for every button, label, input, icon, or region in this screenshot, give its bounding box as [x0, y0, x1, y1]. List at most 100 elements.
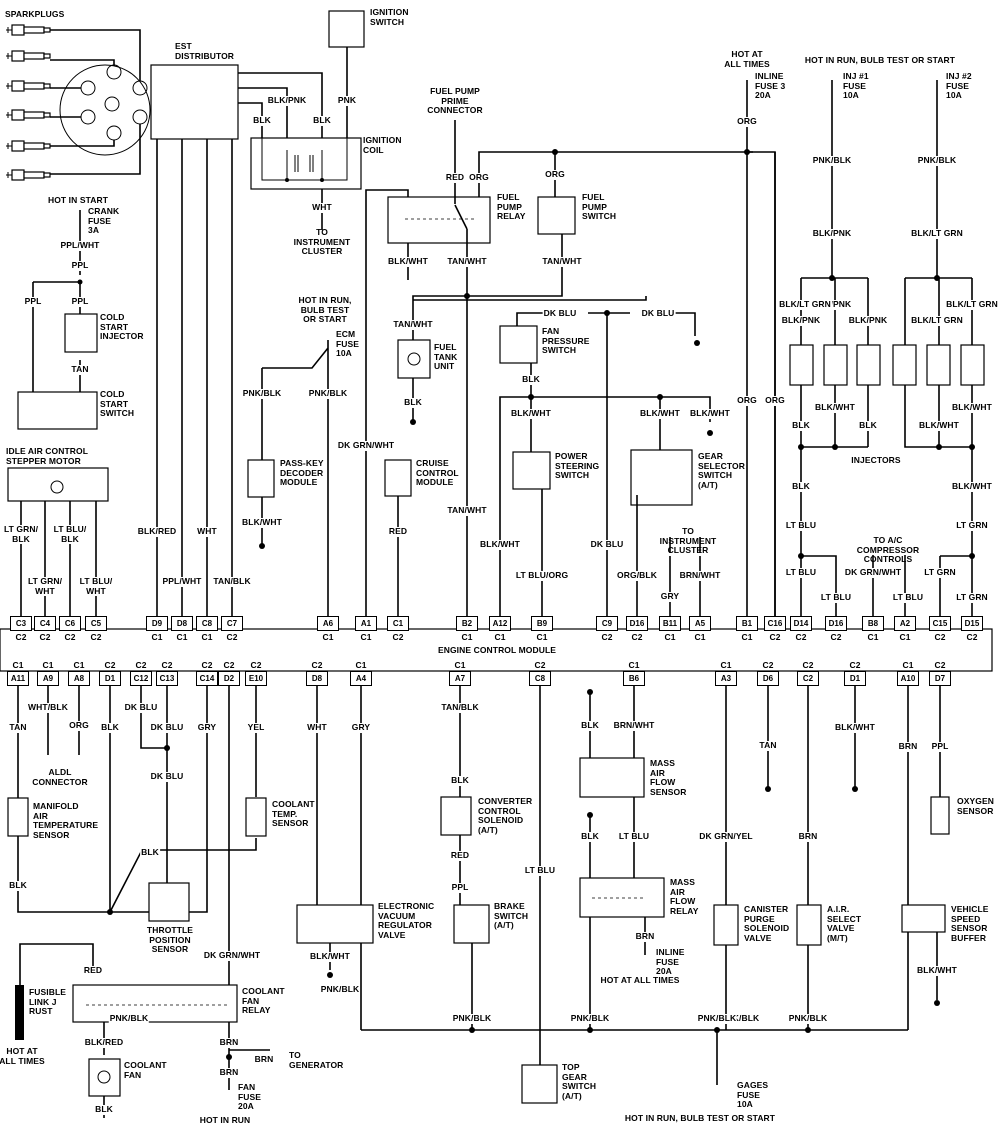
- ecm-pin-top: C4: [34, 616, 56, 631]
- label-hot-in-run: HOT IN RUN: [199, 1115, 251, 1125]
- vss-buffer: [901, 904, 946, 933]
- label-maf-sensor: MASS AIR FLOW SENSOR: [650, 758, 687, 797]
- ecm-pin-top: D9: [146, 616, 168, 631]
- label-hot-at-all-times-2: HOT AT ALL TIMES: [600, 975, 680, 985]
- connector-label: C2: [226, 632, 238, 642]
- wire-color-label: TAN/WHT: [446, 256, 488, 267]
- wire-color-label: PNK/BLK: [319, 984, 361, 995]
- wire-color-label: BRN: [797, 831, 819, 842]
- sparkplugs: [5, 24, 51, 181]
- ecm-pin-bottom: E10: [245, 671, 267, 686]
- connector-label: C2: [135, 660, 147, 670]
- label-inline-fuse-3: INLINE FUSE 3 20A: [755, 71, 786, 100]
- ecm-title: ENGINE CONTROL MODULE: [437, 645, 557, 655]
- oxygen-sensor: [930, 796, 950, 835]
- manifold-air-temp-sensor: [7, 797, 29, 837]
- wire-color-label: DK GRN/YEL: [698, 831, 754, 842]
- evrv: [296, 904, 374, 944]
- label-cruise: CRUISE CONTROL MODULE: [416, 458, 459, 487]
- wire-color-label: TAN: [758, 740, 778, 751]
- iac-stepper-motor: [7, 467, 109, 502]
- fuel-pump-switch: [537, 196, 576, 235]
- wire-color-label: PNK/BLK: [451, 1013, 493, 1024]
- connector-label: C1: [322, 632, 334, 642]
- ecm-pin-bottom: C8: [529, 671, 551, 686]
- wire-color-label: BRN: [218, 1037, 240, 1048]
- wire-color-label: BLK/WHT: [814, 402, 856, 413]
- wire-color-label: ORG: [736, 395, 758, 406]
- label-crank-fuse: CRANK FUSE 3A: [88, 206, 120, 235]
- wire-color-label: BLK/WHT: [479, 539, 521, 550]
- wire-color-label: LT GRN/ WHT: [26, 576, 64, 596]
- wire-color-label: DK BLU: [149, 771, 185, 782]
- ecm-pin-top: C1: [387, 616, 409, 631]
- wire-color-label: LT BLU: [891, 592, 925, 603]
- wire-color-label: BLK/WHT: [951, 481, 993, 492]
- connector-label: C1: [536, 632, 548, 642]
- ecm-pin-top: C7: [221, 616, 243, 631]
- fusible-link: [15, 985, 24, 1040]
- wire-color-label: BLK/WHT: [387, 256, 429, 267]
- label-hot-in-run-gages: HOT IN RUN, BULB TEST OR START: [624, 1113, 776, 1123]
- connector-label: C1: [12, 660, 24, 670]
- label-ecm-fuse: ECM FUSE 10A: [336, 329, 360, 358]
- cruise-control-module: [384, 459, 412, 497]
- wire-color-label: BLK/WHT: [918, 420, 960, 431]
- label-coolant-fan-relay: COOLANT FAN RELAY: [242, 986, 285, 1015]
- label-fuel-pump-switch: FUEL PUMP SWITCH: [582, 192, 617, 221]
- wire-color-label: RED: [387, 526, 409, 537]
- label-distributor: EST DISTRIBUTOR: [175, 41, 235, 61]
- connector-label: C1: [902, 660, 914, 670]
- wire-color-label: BRN/WHT: [678, 570, 722, 581]
- ecm-pin-bottom: D8: [306, 671, 328, 686]
- connector-label: C2: [934, 660, 946, 670]
- label-iac-motor: IDLE AIR CONTROL STEPPER MOTOR: [6, 446, 89, 466]
- wire-color-label: ORG: [736, 116, 758, 127]
- label-inj1-fuse: INJ #1 FUSE 10A: [843, 71, 869, 100]
- ecm-pin-bottom: D1: [99, 671, 121, 686]
- wire-color-label: LT GRN: [923, 567, 957, 578]
- wire-color-label: YEL: [246, 722, 266, 733]
- label-to-instrument-cluster-2: TO INSTRUMENT CLUSTER: [659, 526, 717, 555]
- wire-color-label: RED: [444, 172, 466, 183]
- wire-color-label: BLK: [100, 722, 120, 733]
- ecm-pin-bottom: A11: [7, 671, 29, 686]
- wire-color-label: WHT/BLK: [27, 702, 69, 713]
- connector-label: C2: [201, 660, 213, 670]
- label-sparkplugs: SPARKPLUGS: [5, 9, 65, 19]
- ignition-switch: [328, 10, 365, 48]
- passkey-decoder-module: [247, 459, 275, 498]
- ecm-pin-top: A6: [317, 616, 339, 631]
- connector-label: C2: [830, 632, 842, 642]
- ecm-pin-bottom: C2: [797, 671, 819, 686]
- wire-color-label: BLK: [450, 775, 470, 786]
- wire-color-label: PPL: [930, 741, 950, 752]
- wire-color-label: TAN/WHT: [446, 505, 488, 516]
- wire-color-label: GRY: [196, 722, 218, 733]
- wire-color-label: BLK/WHT: [309, 951, 351, 962]
- wire-color-label: DK GRN/WHT: [336, 440, 396, 451]
- ecm-pin-top: B9: [531, 616, 553, 631]
- wire-color-label: LT BLU/ WHT: [78, 576, 114, 596]
- connector-label: C1: [494, 632, 506, 642]
- wire-color-label: BLK/PNK: [847, 315, 889, 326]
- connector-label: C2: [311, 660, 323, 670]
- wire-color-label: BLK/LT GRN: [778, 299, 832, 310]
- label-evrv: ELECTRONIC VACUUM REGULATOR VALVE: [378, 901, 435, 940]
- ecm-pin-top: A2: [894, 616, 916, 631]
- wire-color-label: DK BLU: [589, 539, 625, 550]
- wire-color-label: PNK: [336, 95, 358, 106]
- label-cold-start-switch: COLD START SWITCH: [100, 389, 135, 418]
- wire-color-label: BLK: [140, 847, 160, 858]
- label-gear-selector-switch: GEAR SELECTOR SWITCH (A/T): [698, 451, 745, 490]
- connector-label: C1: [867, 632, 879, 642]
- connector-label: C2: [966, 632, 978, 642]
- label-hot-at-all-times-1: HOT AT ALL TIMES: [724, 49, 770, 69]
- wire-color-label: PPL: [450, 882, 470, 893]
- connector-label: C1: [664, 632, 676, 642]
- wire-color-label: BLK: [312, 115, 332, 126]
- connector-label: C2: [64, 632, 76, 642]
- ecm-pin-bottom: D7: [929, 671, 951, 686]
- wire-color-label: DK GRN/WHT: [202, 950, 262, 961]
- label-injectors: INJECTORS: [851, 455, 901, 465]
